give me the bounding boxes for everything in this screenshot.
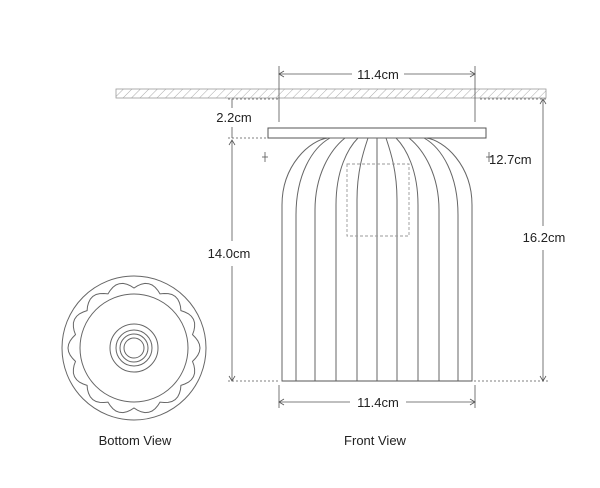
label-canopy-height: 2.2cm	[216, 110, 251, 125]
dimension-bottom-width	[278, 385, 476, 408]
dimension-shade-diameter	[262, 152, 492, 162]
dimension-overall-height	[474, 98, 548, 382]
dimension-top-width	[278, 66, 476, 122]
dimension-canopy-height	[228, 98, 278, 139]
dimension-body-height	[228, 139, 280, 382]
label-shade-diameter: 12.7cm	[489, 152, 532, 167]
bottom-view-outer-ring	[61, 275, 207, 421]
bottom-view-socket-core	[123, 337, 145, 359]
shade-body	[281, 137, 473, 382]
bottom-view-socket-ring-2	[119, 333, 149, 363]
inner-socket-dashed	[346, 163, 410, 237]
bottom-view-scallop-ring	[67, 282, 201, 414]
caption-bottom-view: Bottom View	[99, 433, 172, 448]
bottom-view-socket-ring	[115, 329, 153, 367]
label-top-width: 11.4cm	[357, 67, 399, 82]
caption-front-view: Front View	[344, 433, 407, 448]
bottom-view-drawing	[61, 275, 207, 421]
label-overall-height: 16.2cm	[523, 230, 566, 245]
label-bottom-width: 11.4cm	[357, 395, 399, 410]
canopy-plate	[267, 127, 487, 139]
label-body-height: 14.0cm	[208, 246, 251, 261]
bottom-view-inner-ring	[79, 293, 189, 403]
bottom-view-socket-outer	[109, 323, 159, 373]
ceiling	[115, 88, 547, 99]
